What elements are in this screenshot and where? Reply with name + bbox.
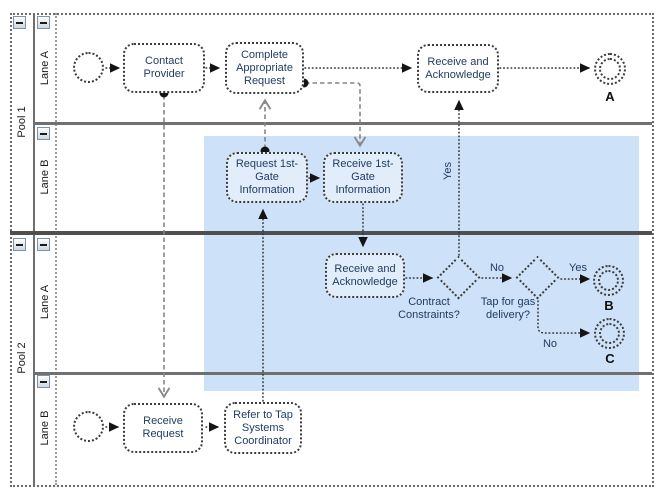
task-label: Request 1st-Gate Information [235, 158, 299, 196]
pool1-collapse-button[interactable] [13, 16, 26, 29]
task-label: Receive and Acknowledge [425, 55, 491, 81]
end-event-c[interactable] [594, 318, 625, 349]
end-event-b-label: B [604, 298, 614, 313]
task-label: Receive and Acknowledge [332, 262, 398, 288]
pool-label-divider [33, 13, 35, 485]
pool-separator [10, 231, 652, 235]
pool1-label: Pool 1 [16, 106, 28, 138]
end-event-inner-circle [599, 58, 621, 80]
minus-icon [40, 380, 47, 383]
end-event-a-label: A [605, 89, 615, 104]
end-event-inner-circle [598, 270, 619, 291]
minus-icon [40, 243, 47, 246]
flow-label-yes-vertical: Yes [442, 162, 454, 180]
task-refer-to-tap-systems-coordinator[interactable]: Refer to Tap Systems Coordinator [224, 402, 302, 454]
end-event-b[interactable] [593, 265, 624, 296]
gateway-contract-constraints-label: Contract Constraints? [398, 296, 460, 321]
task-receive-request[interactable]: Receive Request [123, 403, 203, 453]
flow-label-no-to-c: No [542, 338, 558, 350]
pool2-lane-b-collapse-button[interactable] [37, 375, 50, 388]
task-contact-provider[interactable]: Contact Provider [123, 43, 205, 93]
task-label: Contact Provider [143, 55, 185, 80]
flow-label-no: No [489, 262, 505, 274]
end-event-inner-circle [599, 323, 620, 344]
minus-icon [40, 21, 47, 24]
task-label: Receive Request [142, 415, 184, 440]
start-event-pool2[interactable] [73, 411, 104, 442]
gateway-tap-for-gas-delivery-label: Tap for gas delivery? [480, 296, 536, 321]
start-event-pool1[interactable] [73, 52, 104, 83]
flow-label-yes: Yes [569, 262, 587, 274]
pool2-label: Pool 2 [16, 342, 28, 374]
pool1-lane-b-label: Lane B [39, 159, 51, 195]
task-label: Complete Appropriate Request [236, 48, 293, 87]
end-event-a[interactable] [594, 53, 626, 85]
task-receive-1st-gate-information[interactable]: Receive 1st-Gate Information [323, 152, 403, 203]
pool2-lane-b-label: Lane B [39, 410, 51, 446]
pool1-lane-a-label: Lane A [39, 50, 51, 86]
pool1-lane-b-collapse-button[interactable] [37, 127, 50, 140]
pool2-collapse-button[interactable] [13, 238, 26, 251]
task-label: Refer to Tap Systems Coordinator [233, 408, 293, 447]
task-receive-and-acknowledge-pool2[interactable]: Receive and Acknowledge [325, 253, 405, 298]
minus-icon [16, 21, 23, 24]
end-event-c-label: C [605, 351, 615, 366]
minus-icon [16, 243, 23, 246]
pool1-lane-a-collapse-button[interactable] [37, 16, 50, 29]
pool2-lane-divider [34, 372, 652, 375]
task-request-1st-gate-information[interactable]: Request 1st-Gate Information [226, 152, 308, 203]
diagram-outer-border [10, 13, 654, 487]
pool1-lane-divider [34, 122, 652, 125]
minus-icon [40, 132, 47, 135]
task-label: Receive 1st-Gate Information [332, 158, 394, 196]
lane-label-divider [55, 13, 57, 485]
task-receive-and-acknowledge-pool1[interactable]: Receive and Acknowledge [417, 44, 499, 93]
pool2-lane-a-label: Lane A [39, 284, 51, 320]
pool2-lane-a-collapse-button[interactable] [37, 238, 50, 251]
task-complete-appropriate-request[interactable]: Complete Appropriate Request [225, 42, 304, 94]
